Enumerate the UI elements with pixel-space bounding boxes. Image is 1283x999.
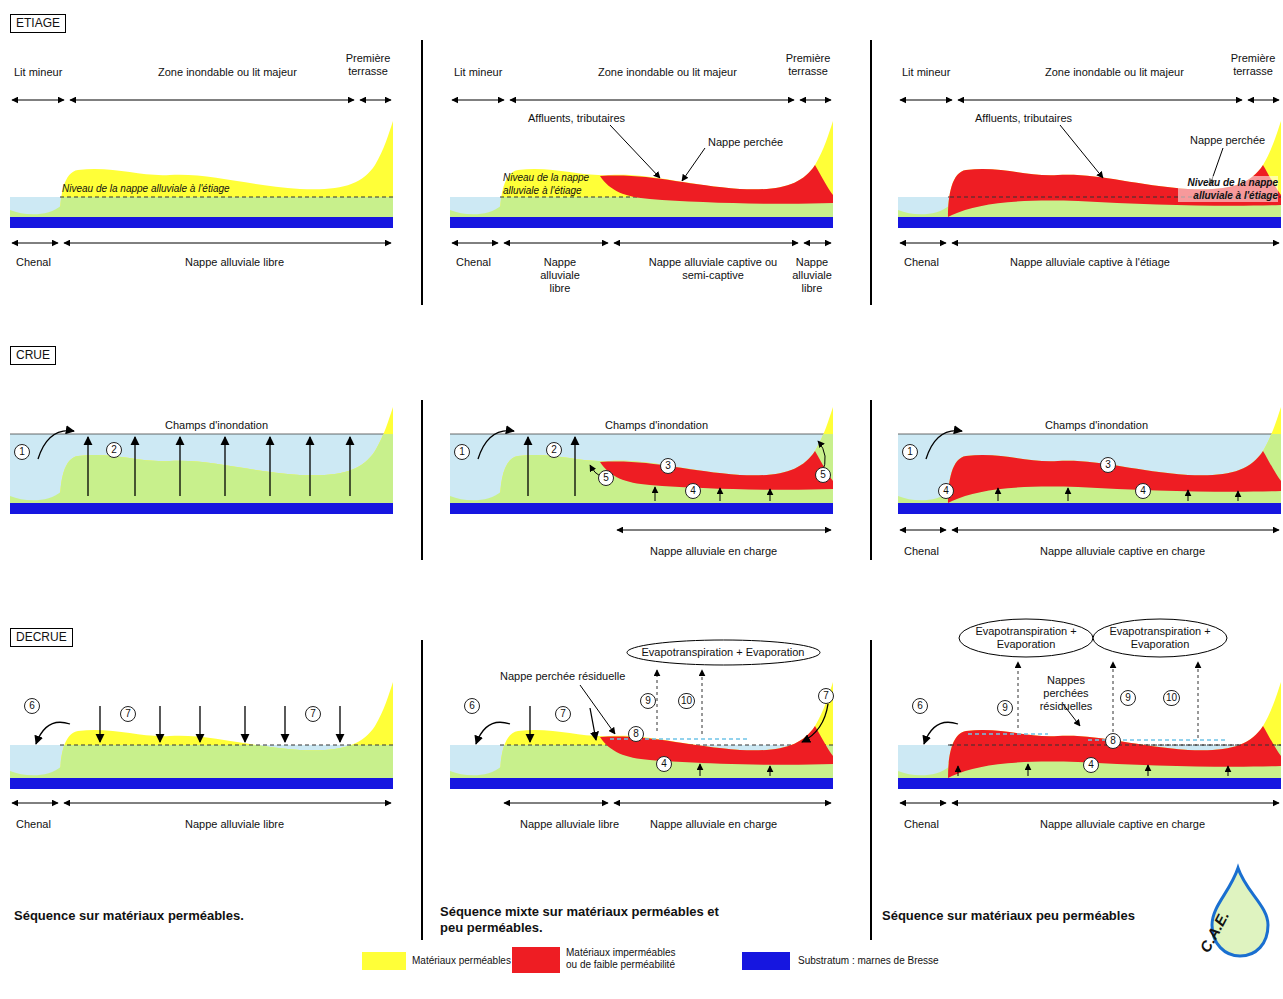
- callout-number: 4: [685, 483, 701, 499]
- callout-number: 8: [628, 726, 644, 742]
- callout-number: 10: [678, 693, 695, 709]
- label-text: Nappe alluviale libre: [790, 256, 834, 295]
- label-text: Nappe alluviale libre: [185, 818, 284, 831]
- callout-number: 4: [938, 483, 954, 499]
- ellipse-shape: [627, 640, 820, 665]
- label-text: Niveau de la nappe alluviale à l'étiage: [503, 171, 621, 197]
- legend-text: Matériaux imperméables ou de faible perm…: [566, 947, 684, 971]
- label-text: Lit mineur: [14, 66, 62, 79]
- process-ellipse: Evapotranspiration + Evaporation: [626, 639, 821, 666]
- callout-number: 9: [640, 693, 656, 709]
- label-text: Chenal: [16, 256, 51, 269]
- label-text: Chenal: [904, 818, 939, 831]
- label-text: Champs d'inondation: [605, 419, 708, 432]
- process-ellipse: Evapotranspiration + Evaporation: [958, 618, 1094, 658]
- label-text: Champs d'inondation: [165, 419, 268, 432]
- callout-number: 6: [912, 698, 928, 714]
- label-text: Nappe alluviale libre: [185, 256, 284, 269]
- caption-text: Séquence sur matériaux perméables.: [14, 908, 244, 924]
- node-text: Evapotranspiration + Evaporation: [974, 625, 1078, 651]
- callout-number: 6: [464, 698, 480, 714]
- label-text: Première terrasse: [783, 52, 833, 78]
- callout-number: 1: [14, 444, 30, 460]
- callout-number: 1: [902, 444, 918, 460]
- label-text: Nappes perchées résiduelles: [1026, 674, 1106, 713]
- label-text: Chenal: [904, 545, 939, 558]
- label-text: Première terrasse: [343, 52, 393, 78]
- label-text: Chenal: [456, 256, 491, 269]
- label-text: Nappe alluviale captive à l'étiage: [1010, 256, 1170, 269]
- callout-number: 7: [555, 706, 571, 722]
- callout-number: 2: [106, 442, 122, 458]
- label-text: Niveau de la nappe alluviale à l'étiage: [1178, 176, 1278, 202]
- label-text: Chenal: [904, 256, 939, 269]
- callout-number: 2: [546, 442, 562, 458]
- callout-number: 9: [1120, 690, 1136, 706]
- callout-number: 1: [454, 444, 470, 460]
- callout-number: 6: [24, 698, 40, 714]
- label-text: Nappe perchée: [708, 136, 783, 149]
- callout-number: 8: [1105, 733, 1121, 749]
- phase-header-box: DECRUE: [10, 628, 73, 647]
- label-text: Champs d'inondation: [1045, 419, 1148, 432]
- label-text: Nappe alluviale libre: [535, 256, 585, 295]
- callout-number: 9: [997, 700, 1013, 716]
- node-text: Evapotranspiration + Evaporation: [642, 646, 805, 659]
- ellipse-shape: [1093, 619, 1227, 657]
- callout-number: 7: [120, 706, 136, 722]
- callout-number: 7: [818, 688, 834, 704]
- label-text: Zone inondable ou lit majeur: [1045, 66, 1184, 79]
- label-text: Nappe alluviale libre: [520, 818, 619, 831]
- label-text: Lit mineur: [454, 66, 502, 79]
- callout-number: 5: [815, 467, 831, 483]
- callout-number: 10: [1163, 690, 1180, 706]
- caption-text: Séquence sur matériaux peu perméables: [882, 908, 1135, 924]
- legend-text: Matériaux perméables: [412, 955, 511, 967]
- callout-number: 4: [1083, 757, 1099, 773]
- node-text: Evapotranspiration + Evaporation: [1108, 625, 1212, 651]
- node-text: DECRUE: [16, 630, 67, 645]
- label-text: Zone inondable ou lit majeur: [598, 66, 737, 79]
- legend-text: Substratum : marnes de Bresse: [798, 955, 939, 967]
- callout-number: 3: [1100, 457, 1116, 473]
- label-text: Zone inondable ou lit majeur: [158, 66, 297, 79]
- label-text: Nappe perchée résiduelle: [500, 670, 625, 683]
- label-text: Nappe alluviale en charge: [650, 545, 777, 558]
- label-text: Niveau de la nappe alluviale à l'étiage: [62, 182, 230, 195]
- callout-number: 3: [660, 458, 676, 474]
- caption-text: Séquence mixte sur matériaux perméables …: [440, 904, 725, 936]
- label-text: Nappe alluviale captive en charge: [1040, 545, 1205, 558]
- callout-number: 4: [656, 756, 672, 772]
- label-text: Nappe alluviale captive en charge: [1040, 818, 1205, 831]
- label-text: Première terrasse: [1228, 52, 1278, 78]
- logo-text: C.A.E.: [1198, 909, 1230, 954]
- label-text: Nappe alluviale captive ou semi-captive: [648, 256, 778, 282]
- legend-swatch: [512, 947, 560, 973]
- ellipse-shape: [959, 619, 1093, 657]
- callout-number: 4: [1135, 483, 1151, 499]
- phase-header-box: CRUE: [10, 346, 56, 365]
- node-text: ETIAGE: [16, 16, 60, 31]
- legend-swatch: [742, 952, 790, 970]
- callout-number: 5: [598, 470, 614, 486]
- label-text: Chenal: [16, 818, 51, 831]
- label-text: Affluents, tributaires: [528, 112, 625, 125]
- label-text: Nappe perchée: [1190, 134, 1265, 147]
- legend-swatch: [362, 952, 406, 970]
- node-text: CRUE: [16, 348, 50, 363]
- label-text: Nappe alluviale en charge: [650, 818, 777, 831]
- label-text: Affluents, tributaires: [975, 112, 1072, 125]
- process-ellipse: Evapotranspiration + Evaporation: [1092, 618, 1228, 658]
- callout-number: 7: [305, 706, 321, 722]
- phase-header-box: ETIAGE: [10, 14, 66, 33]
- label-text: Lit mineur: [902, 66, 950, 79]
